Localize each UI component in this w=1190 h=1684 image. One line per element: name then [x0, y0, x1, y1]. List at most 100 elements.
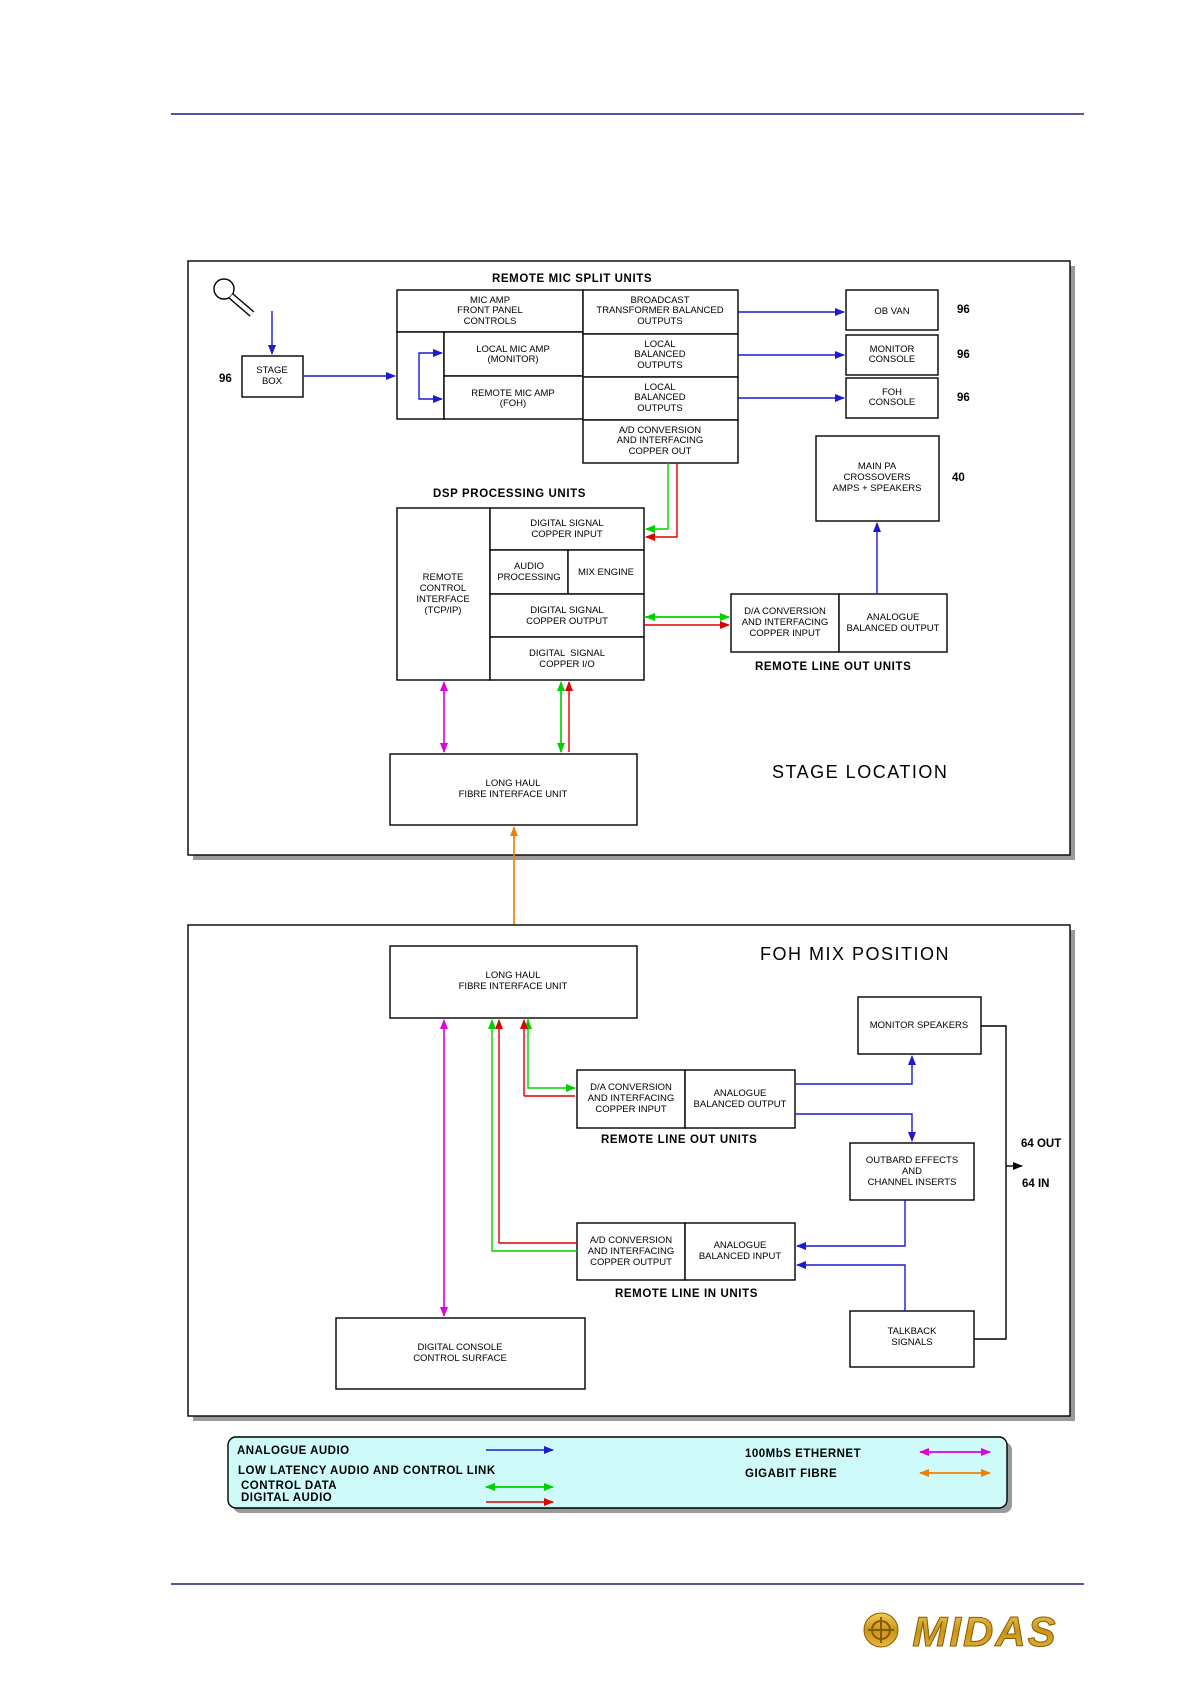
legend-analogue-audio: ANALOGUE AUDIO [237, 1445, 350, 1457]
svg-text:FOH: FOH [882, 387, 902, 398]
remote-line-out-title: REMOTE LINE OUT UNITS [755, 661, 911, 673]
local-balanced-1-l1: LOCAL [644, 339, 675, 350]
svg-text:OUTBARD EFFECTS: OUTBARD EFFECTS [866, 1155, 958, 1166]
svg-text:CONTROL SURFACE: CONTROL SURFACE [413, 1353, 507, 1364]
svg-text:STAGE: STAGE [256, 365, 288, 376]
svg-text:FIBRE INTERFACE UNIT: FIBRE INTERFACE UNIT [459, 789, 568, 800]
svg-text:AND INTERFACING: AND INTERFACING [588, 1093, 675, 1104]
svg-text:BALANCED OUTPUT: BALANCED OUTPUT [847, 623, 940, 634]
legend-gigabit-fibre: GIGABIT FIBRE [745, 1468, 837, 1480]
stage-location-label: STAGE LOCATION [772, 762, 948, 782]
local-balanced-2-l1: LOCAL [644, 382, 675, 393]
svg-text:LONG HAUL: LONG HAUL [486, 970, 541, 981]
ob-van-count: 96 [957, 304, 970, 316]
remote-mic-split-unit: MIC AMP FRONT PANEL CONTROLS LOCAL MIC A… [396, 289, 739, 464]
remote-mic-amp-l2: (FOH) [500, 398, 526, 409]
svg-text:COPPER OUTPUT: COPPER OUTPUT [590, 1257, 672, 1268]
stage-box-line2: BOX [262, 376, 283, 387]
svg-text:REMOTE: REMOTE [423, 572, 464, 583]
svg-text:PROCESSING: PROCESSING [497, 572, 560, 583]
svg-text:D/A CONVERSION: D/A CONVERSION [744, 606, 826, 617]
stage-box: STAGE BOX [241, 355, 304, 398]
local-balanced-1-l2: BALANCED [634, 349, 685, 360]
svg-text:OB VAN: OB VAN [874, 306, 909, 317]
remote-mic-amp-l1: REMOTE MIC AMP [471, 388, 554, 399]
ad-conversion-l3: COPPER OUT [629, 446, 692, 457]
svg-text:COPPER INPUT: COPPER INPUT [595, 1104, 666, 1115]
console-control-surface-box: DIGITAL CONSOLE CONTROL SURFACE [335, 1317, 586, 1390]
foh-location-label: FOH MIX POSITION [760, 944, 950, 964]
svg-text:ANALOGUE: ANALOGUE [867, 612, 920, 623]
foh-remote-line-out-title: REMOTE LINE OUT UNITS [601, 1134, 757, 1146]
svg-text:BALANCED OUTPUT: BALANCED OUTPUT [694, 1099, 787, 1110]
stage-box-count: 96 [219, 373, 232, 385]
in-count-label: 64 IN [1022, 1178, 1050, 1190]
svg-text:AND INTERFACING: AND INTERFACING [742, 617, 829, 628]
foh-console-count: 96 [957, 392, 970, 404]
local-balanced-2-l3: OUTPUTS [637, 403, 682, 414]
svg-text:COPPER OUTPUT: COPPER OUTPUT [526, 616, 608, 627]
main-pa-box: MAIN PA CROSSOVERS AMPS + SPEAKERS [815, 435, 940, 522]
svg-text:AMPS + SPEAKERS: AMPS + SPEAKERS [833, 483, 922, 494]
mic-amp-controls-l3: CONTROLS [464, 316, 517, 327]
svg-text:AND: AND [902, 1166, 922, 1177]
legend-ethernet: 100MbS ETHERNET [745, 1448, 861, 1460]
local-mic-amp-l1: LOCAL MIC AMP [476, 344, 550, 355]
monitor-console-count: 96 [957, 349, 970, 361]
dsp-processing-title: DSP PROCESSING UNITS [433, 488, 586, 500]
svg-text:COPPER INPUT: COPPER INPUT [531, 529, 602, 540]
svg-text:(TCP/IP): (TCP/IP) [425, 605, 462, 616]
midas-logo-wordmark: MIDAS [912, 1608, 1057, 1655]
svg-text:AND INTERFACING: AND INTERFACING [588, 1246, 675, 1257]
svg-text:CROSSOVERS: CROSSOVERS [843, 472, 910, 483]
mic-amp-controls-l1: MIC AMP [470, 295, 510, 306]
microphone-icon [213, 278, 255, 317]
svg-text:SIGNALS: SIGNALS [891, 1337, 932, 1348]
monitor-speakers-box: MONITOR SPEAKERS [857, 996, 982, 1055]
svg-text:D/A CONVERSION: D/A CONVERSION [590, 1082, 672, 1093]
outboard-effects-box: OUTBARD EFFECTS AND CHANNEL INSERTS [849, 1142, 975, 1201]
stage-box-line1: STAGE [256, 365, 288, 376]
svg-text:CONSOLE: CONSOLE [869, 354, 915, 365]
svg-text:MONITOR: MONITOR [870, 344, 915, 355]
foh-long-haul-fibre-unit: LONG HAUL FIBRE INTERFACE UNIT [389, 945, 638, 1019]
ad-conversion-l2: AND INTERFACING [617, 435, 704, 446]
foh-connections [440, 1018, 1023, 1340]
svg-text:AUDIO: AUDIO [514, 561, 544, 572]
main-pa-count: 40 [952, 472, 965, 484]
foh-console-box: FOH CONSOLE [845, 377, 939, 419]
svg-text:MAIN PA: MAIN PA [858, 461, 897, 472]
legend-digital-audio: DIGITAL AUDIO [241, 1492, 332, 1504]
svg-text:CHANNEL INSERTS: CHANNEL INSERTS [868, 1177, 957, 1188]
svg-text:COPPER INPUT: COPPER INPUT [749, 628, 820, 639]
local-balanced-2-l2: BALANCED [634, 392, 685, 403]
svg-text:FIBRE INTERFACE UNIT: FIBRE INTERFACE UNIT [459, 981, 568, 992]
midas-logo: MIDAS [863, 1608, 1057, 1656]
svg-text:DIGITAL CONSOLE: DIGITAL CONSOLE [418, 1342, 503, 1353]
svg-text:ANALOGUE: ANALOGUE [714, 1240, 767, 1251]
stage-long-haul-fibre-unit: LONG HAUL FIBRE INTERFACE UNIT [389, 753, 638, 826]
ad-conversion-l1: A/D CONVERSION [619, 425, 701, 436]
svg-text:A/D CONVERSION: A/D CONVERSION [590, 1235, 672, 1246]
svg-text:CONTROL: CONTROL [420, 583, 466, 594]
stage-remote-line-out-unit: D/A CONVERSION AND INTERFACING COPPER IN… [730, 593, 948, 653]
svg-text:MIX ENGINE: MIX ENGINE [578, 567, 634, 578]
local-balanced-1-l3: OUTPUTS [637, 360, 682, 371]
legend-control-data: CONTROL DATA [241, 1480, 337, 1492]
svg-text:INTERFACE: INTERFACE [416, 594, 469, 605]
svg-text:BALANCED INPUT: BALANCED INPUT [699, 1251, 782, 1262]
foh-remote-line-in-title: REMOTE LINE IN UNITS [615, 1288, 758, 1300]
svg-text:DIGITAL SIGNAL: DIGITAL SIGNAL [530, 605, 603, 616]
legend: ANALOGUE AUDIO LOW LATENCY AUDIO AND CON… [227, 1436, 1012, 1513]
svg-text:DIGITAL SIGNAL: DIGITAL SIGNAL [530, 518, 603, 529]
ob-van-box: OB VAN [845, 289, 939, 331]
broadcast-outputs-l2: TRANSFORMER BALANCED [596, 305, 723, 316]
svg-text:COPPER I/O: COPPER I/O [539, 659, 594, 670]
dsp-processing-unit: REMOTE CONTROL INTERFACE (TCP/IP) DIGITA… [396, 507, 645, 681]
legend-low-latency: LOW LATENCY AUDIO AND CONTROL LINK [238, 1465, 496, 1477]
foh-remote-line-in-unit: A/D CONVERSION AND INTERFACING COPPER OU… [576, 1222, 796, 1281]
broadcast-outputs-l3: OUTPUTS [637, 316, 682, 327]
remote-mic-split-title: REMOTE MIC SPLIT UNITS [492, 273, 652, 285]
svg-text:BOX: BOX [262, 376, 283, 387]
